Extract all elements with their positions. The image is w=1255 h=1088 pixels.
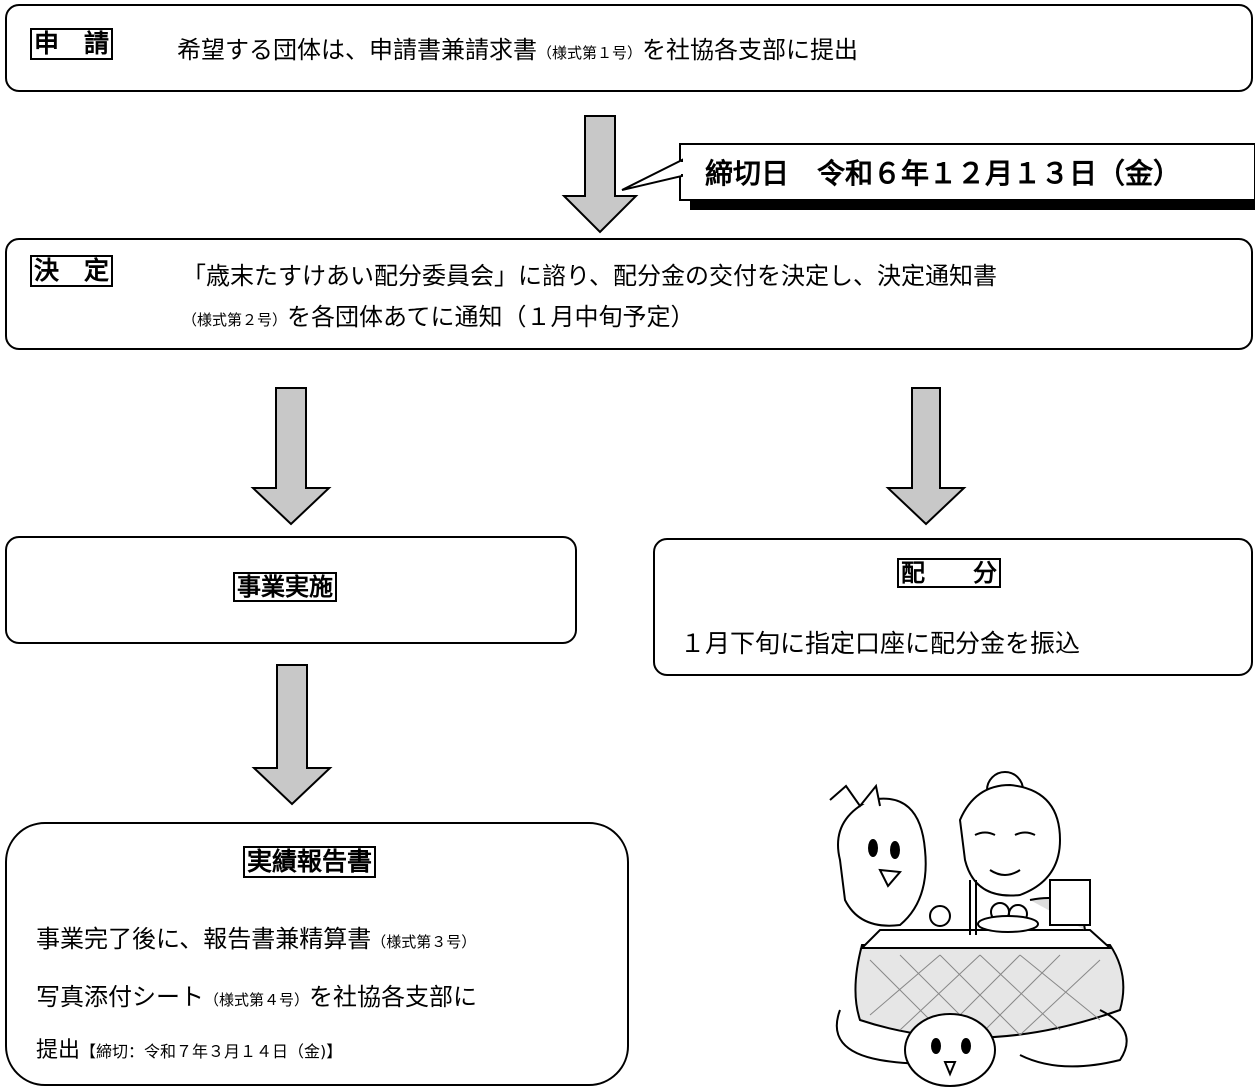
- apply-text-main: 希望する団体は、申請書兼請求書: [177, 36, 537, 64]
- report-line1: 事業完了後に、報告書兼精算書（様式第３号）: [36, 919, 476, 954]
- report-label: 実績報告書: [243, 846, 377, 878]
- arrow-implementation-to-report: [251, 664, 333, 806]
- deadline-text: 締切日 令和６年１２月１３日（金）: [705, 157, 1182, 190]
- apply-description: 希望する団体は、申請書兼請求書（様式第１号）を社協各支部に提出: [177, 30, 858, 65]
- distribution-text: １月下旬に指定口座に配分金を振込: [680, 629, 1081, 658]
- apply-text-tail: を社協各支部に提出: [642, 36, 859, 64]
- deadline-callout-shape: [621, 143, 1255, 210]
- arrow-decision-to-implementation: [250, 387, 332, 526]
- decision-line2-form: （様式第２号）: [182, 311, 288, 329]
- apply-step: 申 請: [30, 28, 114, 60]
- report-line3-main: 提出: [36, 1038, 81, 1063]
- report-box: [5, 822, 629, 1086]
- implementation-label: 事業実施: [233, 572, 337, 603]
- apply-label: 申 請: [30, 28, 114, 60]
- decision-line2-tail: を各団体あてに通知（１月中旬予定）: [287, 303, 695, 331]
- report-line1-main: 事業完了後に、報告書兼精算書: [36, 925, 372, 953]
- apply-box: [5, 4, 1253, 92]
- arrow-decision-to-distribution: [885, 387, 967, 526]
- implementation-box: [5, 536, 577, 644]
- decision-line1: 「歳末たすけあい配分委員会」に諮り、配分金の交付を決定し、決定通知書: [182, 262, 998, 290]
- report-line1-form: （様式第３号）: [371, 933, 477, 951]
- report-line2-tail: を社協各支部に: [309, 983, 478, 1011]
- implementation-step: 事業実施: [233, 572, 337, 603]
- decision-step: 決 定: [30, 255, 114, 287]
- apply-text-form: （様式第１号）: [537, 44, 643, 62]
- arrow-apply-to-decision: [561, 115, 639, 234]
- distribution-step: 配 分: [897, 558, 1001, 589]
- report-line3-note: 【締切：令和７年３月１４日（金)】: [80, 1042, 343, 1061]
- report-step: 実績報告書: [243, 846, 377, 878]
- decision-line2: （様式第２号）を各団体あてに通知（１月中旬予定）: [182, 297, 695, 332]
- report-line2-form: （様式第４号）: [204, 991, 310, 1009]
- decision-box: [5, 238, 1253, 350]
- decision-label: 決 定: [30, 255, 114, 287]
- report-line2-main: 写真添付シート: [36, 983, 204, 1011]
- distribution-box: [653, 538, 1253, 676]
- report-line2: 写真添付シート（様式第４号）を社協各支部に: [36, 977, 477, 1012]
- report-line3: 提出【締切：令和７年３月１４日（金)】: [36, 1032, 342, 1064]
- kotatsu-illustration: [829, 771, 1128, 1087]
- distribution-label: 配 分: [897, 558, 1001, 589]
